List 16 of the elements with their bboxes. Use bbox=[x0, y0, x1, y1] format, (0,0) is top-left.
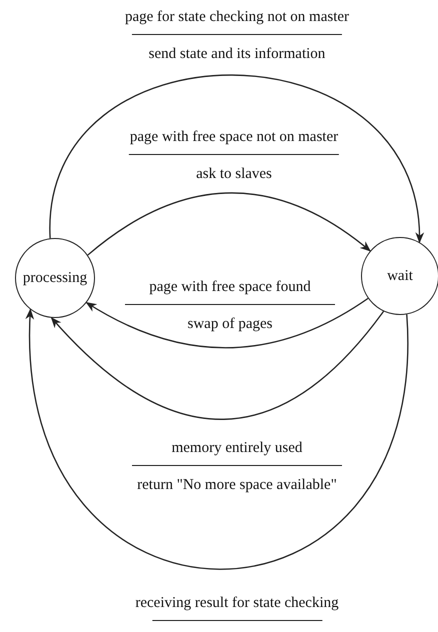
state-label: processing bbox=[22, 270, 88, 286]
state-circle bbox=[15, 238, 95, 318]
edge-label: page with free space found bbox=[147, 278, 313, 296]
arrow bbox=[86, 298, 368, 348]
edge-label: page with free space not on master bbox=[128, 128, 340, 146]
edge-label: swap of pages bbox=[186, 315, 274, 334]
edge-label: return "No more space available" bbox=[135, 476, 339, 494]
arrow bbox=[87, 192, 371, 256]
state-circle bbox=[361, 237, 438, 315]
edge-label: receiving result for state checking bbox=[133, 594, 341, 612]
arrow bbox=[26, 308, 408, 570]
edge-label: memory entirely used bbox=[170, 439, 304, 457]
arrow bbox=[50, 310, 384, 420]
state-label: wait bbox=[387, 268, 413, 284]
arrow bbox=[49, 74, 423, 244]
edge-label: page for state checking not on master bbox=[122, 8, 352, 26]
